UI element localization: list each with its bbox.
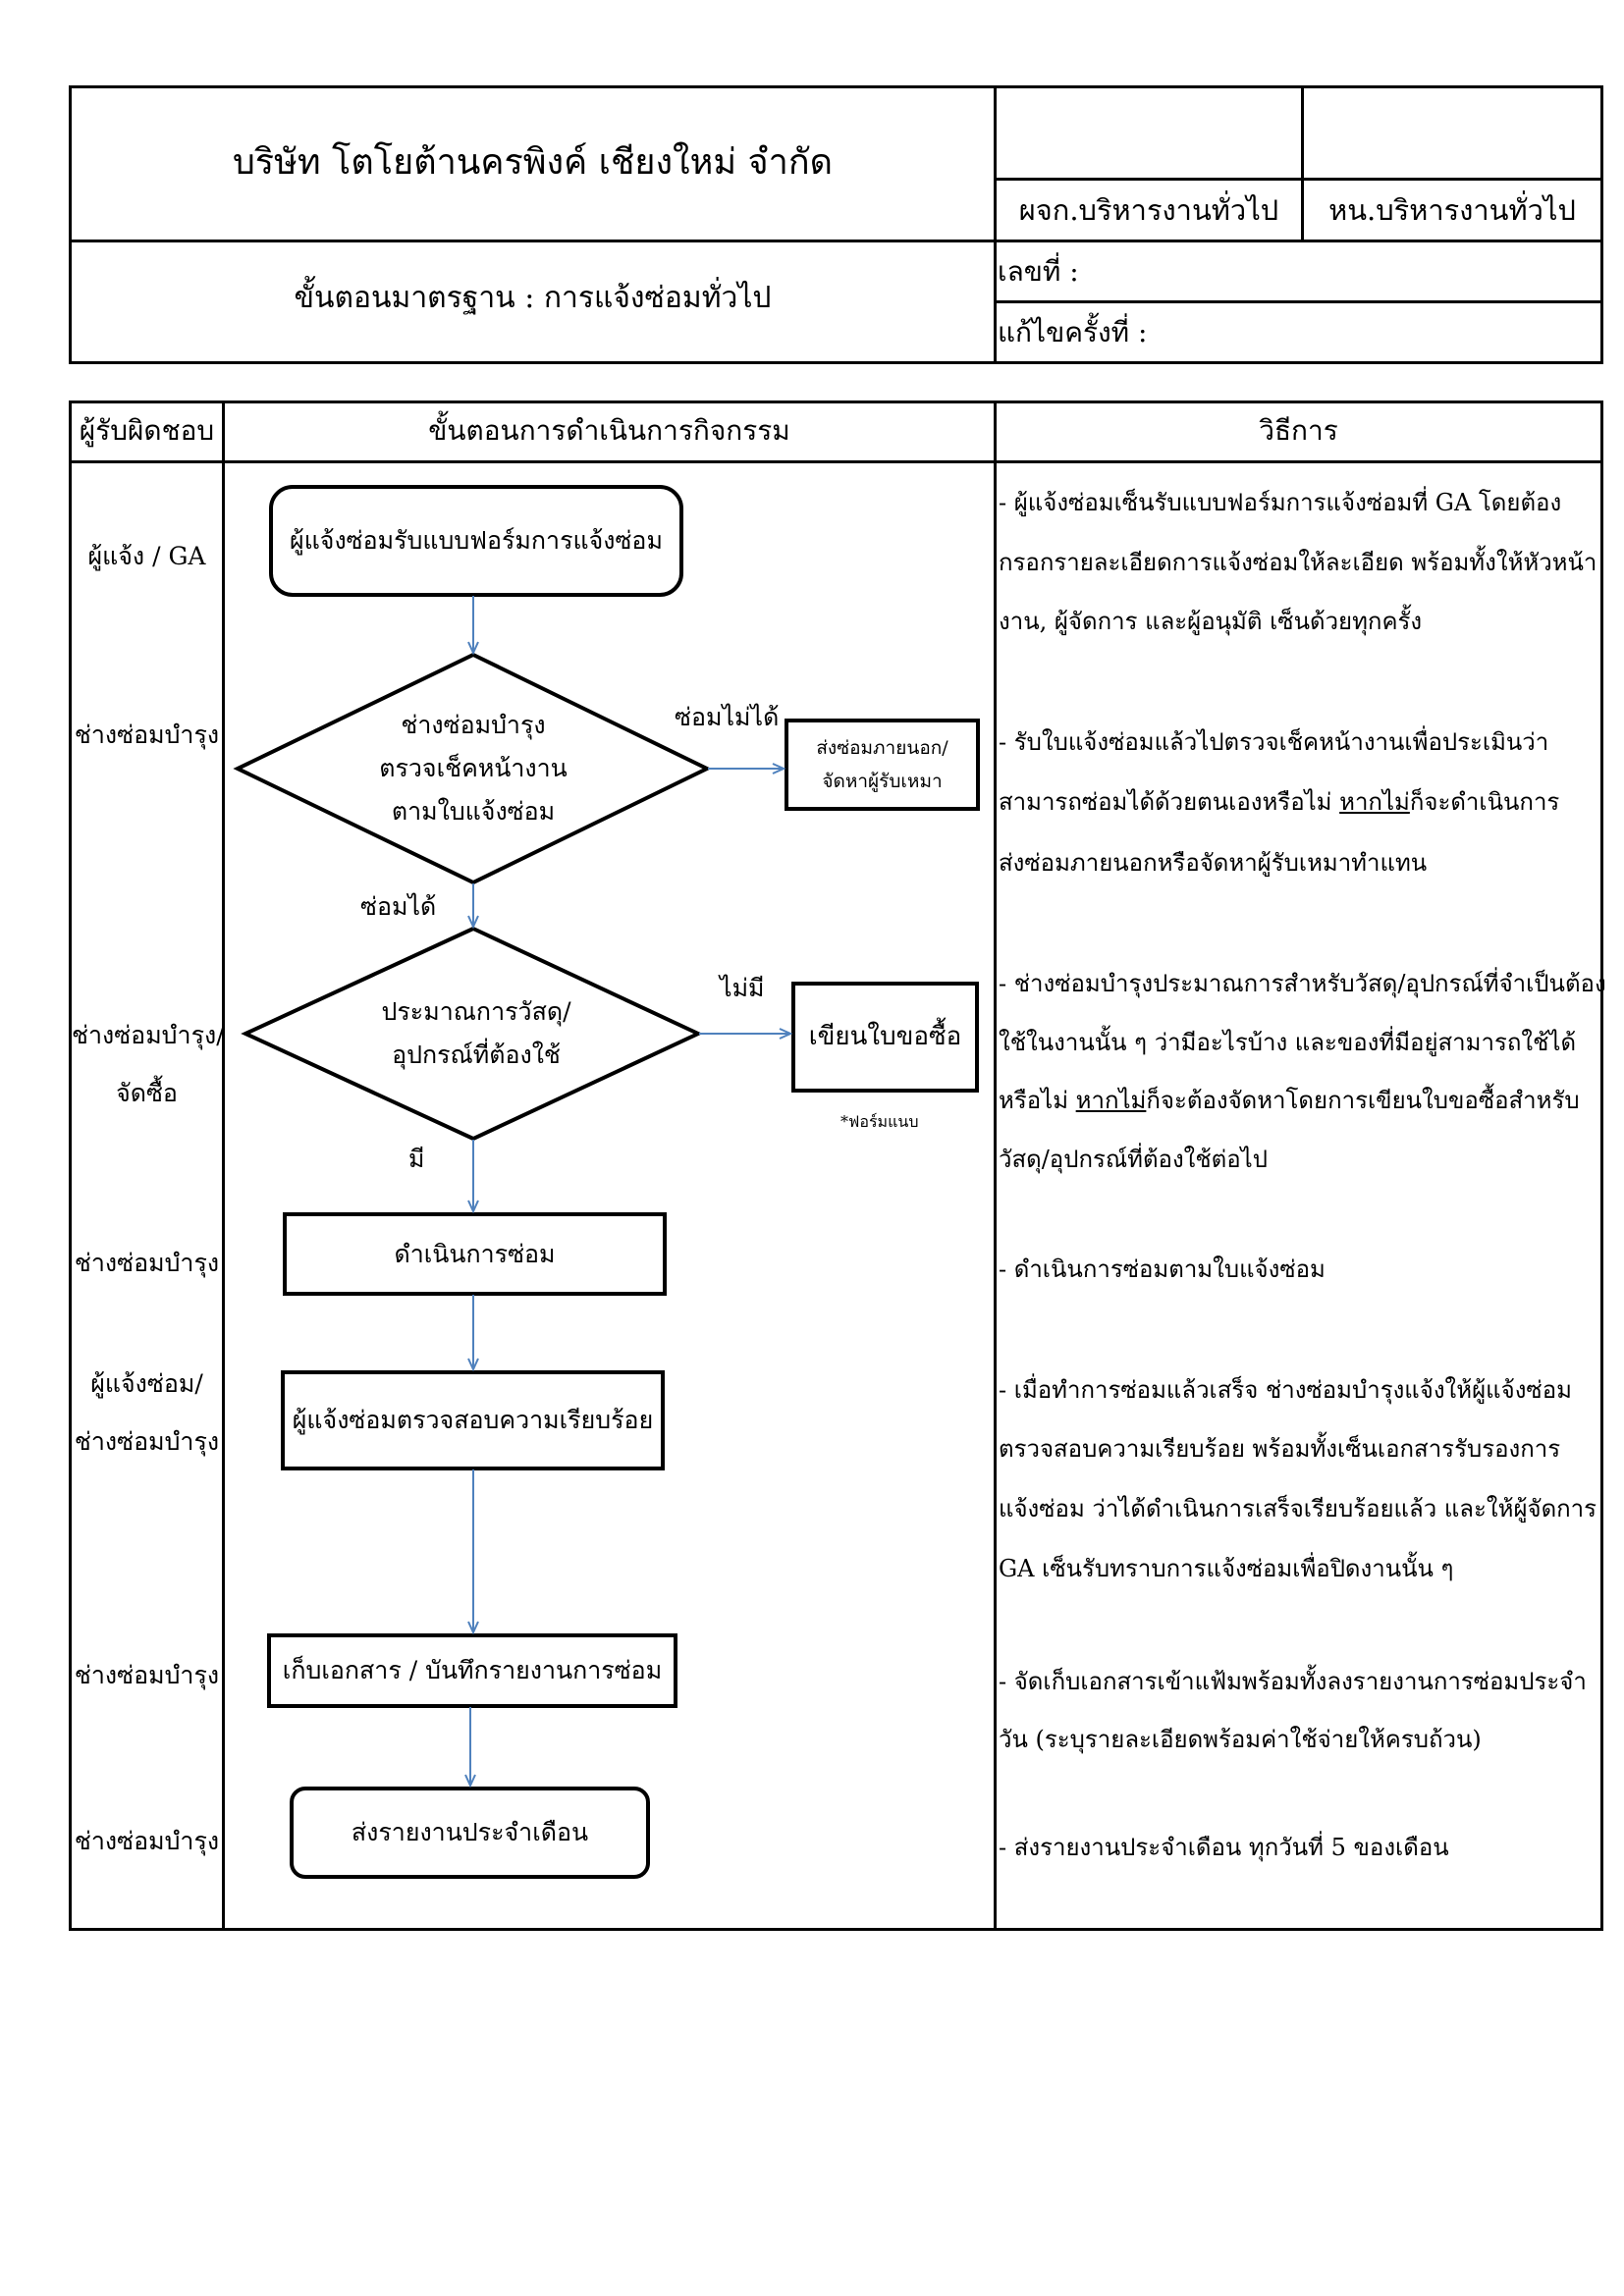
method-2-line-1: - รับใบแจ้งซ่อมแล้วไปตรวจเช็คหน้างานเพื่… <box>999 728 1549 756</box>
end-terminal-shape <box>290 1787 650 1879</box>
purchase-form-note: *ฟอร์มแนบ <box>840 1112 919 1131</box>
method-5-line-3: แจ้งซ่อม ว่าได้ดำเนินการเสร็จเรียบร้อยแล… <box>999 1495 1597 1522</box>
method-1-line-2: กรอกรายละเอียดการแจ้งซ่อมให้ละเอียด พร้อ… <box>999 549 1597 576</box>
responsible-row-5-line2: ช่างซ่อมบำรุง <box>74 1427 220 1456</box>
method-3-line-3: หรือไม่ หากไม่ก็จะต้องจัดหาโดยการเขียนใบ… <box>999 1081 1580 1119</box>
decision-inspect-line-3: ตามใบแจ้งซ่อม <box>391 796 556 826</box>
procedure-title: ขั้นตอนมาตรฐาน : การแจ้งซ่อมทั่วไป <box>294 281 772 315</box>
method-7-line-1: - ส่งรายงานประจำเดือน ทุกวันที่ 5 ของเดื… <box>999 1834 1449 1861</box>
purchase-box-label: เขียนใบขอซื้อ <box>808 1021 962 1051</box>
purchase-box-shape <box>791 982 979 1093</box>
column-header-steps: ขั้นตอนการดำเนินการกิจกรรม <box>428 414 790 447</box>
decision-materials-shape <box>241 926 703 1142</box>
verify-box-label: ผู้แจ้งซ่อมตรวจสอบความเรียบร้อย <box>292 1406 654 1435</box>
column-header-responsible: ผู้รับผิดชอบ <box>79 414 215 447</box>
decision1-yes-label: ซ่อมได้ <box>360 892 437 921</box>
responsible-row-3-line2: จัดซื้อ <box>116 1079 178 1107</box>
decision-materials-label: ประมาณการวัสดุ/ อุปกรณ์ที่ต้องใช้ <box>334 987 619 1081</box>
method-1-line-3: งาน, ผู้จัดการ และผู้อนุมัติ เซ็นด้วยทุก… <box>999 608 1423 635</box>
method-3-line-4: วัสดุ/อุปกรณ์ที่ต้องใช้ต่อไป <box>999 1146 1268 1173</box>
method-2-line-2: สามารถซ่อมได้ด้วยตนเองหรือไม่ หากไม่ก็จะ… <box>999 782 1559 821</box>
method-2-line-3: ส่งซ่อมภายนอกหรือจัดหาผู้รับเหมาทำแทน <box>999 849 1428 877</box>
responsible-row-1: ผู้แจ้ง / GA <box>87 542 206 570</box>
column-header-method: วิธีการ <box>1259 414 1338 447</box>
responsible-row-7: ช่างซ่อมบำรุง <box>74 1827 220 1855</box>
signature-manager: ผจก.บริหารงานทั่วไป <box>1018 193 1279 227</box>
decision-materials-line-1: ประมาณการวัสดุ/ <box>381 997 571 1027</box>
method-5-line-4: GA เซ็นรับทราบการแจ้งซ่อมเพื่อปิดงานนั้น… <box>999 1555 1454 1582</box>
decision2-no-label: ไม่มี <box>720 974 765 1002</box>
method-5-line-2: ตรวจสอบความเรียบร้อย พร้อมทั้งเซ็นเอกสาร… <box>999 1435 1561 1463</box>
method-3-line-3-a: หรือไม่ <box>999 1087 1076 1114</box>
verify-box-shape <box>281 1370 665 1470</box>
company-name: บริษัท โตโยต้านครพิงค์ เชียงใหม่ จำกัด <box>232 142 834 183</box>
method-6-line-2: วัน (ระบุรายละเอียดพร้อมค่าใช้จ่ายให้ครบ… <box>999 1726 1482 1753</box>
revision-label: แก้ไขครั้งที่ : <box>998 316 1148 348</box>
decision1-no-label: ซ่อมไม่ได้ <box>675 703 780 731</box>
decision-materials-line-2: อุปกรณ์ที่ต้องใช้ <box>392 1041 561 1069</box>
repair-box-shape <box>283 1212 667 1296</box>
start-terminal-shape <box>269 485 683 597</box>
record-box-label: เก็บเอกสาร / บันทึกรายงานการซ่อม <box>282 1656 663 1685</box>
record-box-shape <box>267 1633 677 1708</box>
repair-box-label: ดำเนินการซ่อม <box>394 1239 556 1268</box>
method-2-line-2-b: ก็จะดำเนินการ <box>1409 788 1560 816</box>
end-terminal-label: ส่งรายงานประจำเดือน <box>351 1818 589 1847</box>
method-3-line-2: ใช้ในงานนั้น ๆ ว่ามีอะไรบ้าง และของที่มี… <box>999 1029 1577 1056</box>
method-5-line-1: - เมื่อทำการซ่อมแล้วเสร็จ ช่างซ่อมบำรุงแ… <box>999 1376 1572 1404</box>
decision-inspect-line-2: ตรวจเช็คหน้างาน <box>379 754 568 783</box>
method-2-line-2-a: สามารถซ่อมได้ด้วยตนเองหรือไม่ <box>999 788 1340 816</box>
method-3-line-3-b: ก็จะต้องจัดหาโดยการเขียนใบขอซื้อสำหรับ <box>1146 1087 1580 1114</box>
start-terminal-label: ผู้แจ้งซ่อมรับแบบฟอร์มการแจ้งซ่อม <box>290 526 663 556</box>
responsible-row-6: ช่างซ่อมบำรุง <box>74 1661 220 1689</box>
decision-inspect-shape <box>233 652 712 885</box>
decision-inspect-label: ช่างซ่อมบำรุง ตรวจเช็คหน้างาน ตามใบแจ้งซ… <box>316 692 630 845</box>
method-4-line-1: - ดำเนินการซ่อมตามใบแจ้งซ่อม <box>999 1255 1326 1283</box>
document-number-label: เลขที่ : <box>998 255 1079 288</box>
signature-head: หน.บริหารงานทั่วไป <box>1328 193 1576 227</box>
responsible-row-5: ผู้แจ้งซ่อม/ <box>90 1369 203 1398</box>
method-6-line-1: - จัดเก็บเอกสารเข้าแฟ้มพร้อมทั้งลงรายงาน… <box>999 1668 1587 1695</box>
decision2-yes-label: มี <box>408 1145 425 1173</box>
method-column: - ผู้แจ้งซ่อมเซ็นรับแบบฟอร์มการแจ้งซ่อมท… <box>999 0 1606 2296</box>
outsource-line-2: จัดหาผู้รับเหมา <box>822 771 943 792</box>
method-3-line-3-underline: หากไม่ <box>1075 1087 1147 1114</box>
decision-inspect-line-1: ช่างซ่อมบำรุง <box>401 711 546 740</box>
method-1-line-1: - ผู้แจ้งซ่อมเซ็นรับแบบฟอร์มการแจ้งซ่อมท… <box>999 489 1562 516</box>
outsource-box-label: ส่งซ่อมภายนอก/ จัดหาผู้รับเหมา <box>789 723 975 806</box>
responsible-row-3: ช่างซ่อมบำรุง/ <box>72 1021 225 1049</box>
outsource-line-1: ส่งซ่อมภายนอก/ <box>816 736 948 759</box>
method-2-line-2-underline: หากไม่ <box>1339 788 1410 816</box>
outsource-box-shape <box>785 719 980 811</box>
responsible-row-2: ช่างซ่อมบำรุง <box>74 721 220 749</box>
method-3-line-1: - ช่างซ่อมบำรุงประมาณการสำหรับวัสดุ/อุปก… <box>999 970 1606 997</box>
responsible-row-4: ช่างซ่อมบำรุง <box>74 1249 220 1277</box>
